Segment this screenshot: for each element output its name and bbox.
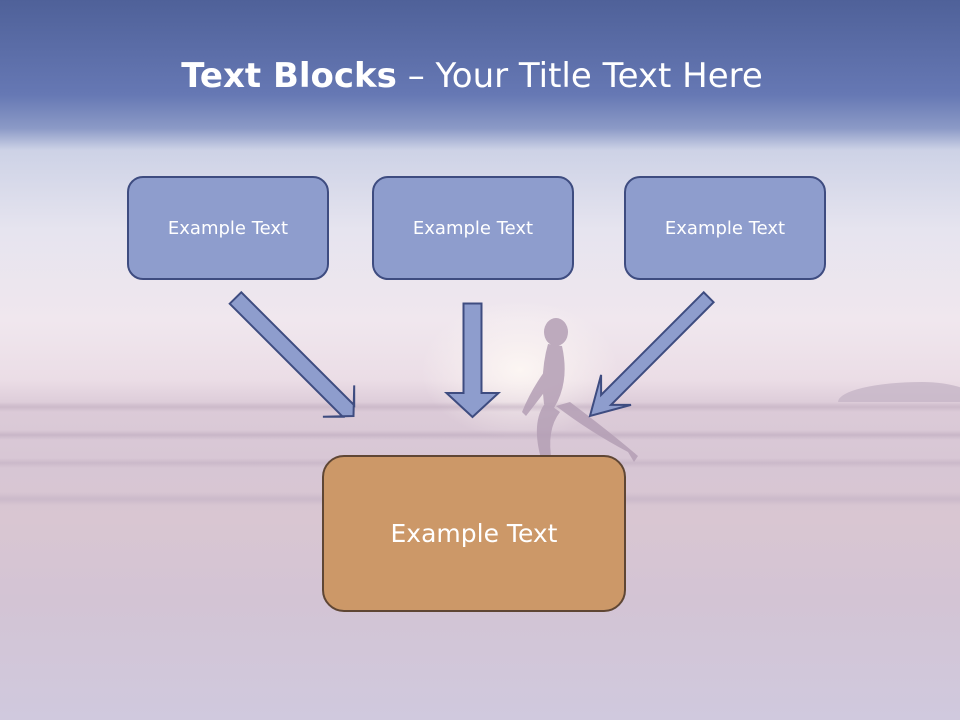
title-rest: Your Title Text Here: [435, 56, 763, 96]
arrow-down: [443, 302, 502, 419]
text-block-1-label: Example Text: [167, 217, 289, 239]
arrow-down-left: [588, 290, 716, 418]
text-block-3[interactable]: Example Text: [624, 176, 826, 280]
island-silhouette: [838, 382, 960, 402]
title-bold: Text Blocks: [181, 56, 397, 96]
slide-title: Text Blocks – Your Title Text Here: [0, 54, 944, 98]
target-text-block-label: Example Text: [390, 519, 558, 548]
title-dash: –: [396, 56, 436, 96]
text-block-3-label: Example Text: [664, 217, 786, 239]
text-block-2-label: Example Text: [412, 217, 534, 239]
text-block-1[interactable]: Example Text: [127, 176, 329, 280]
runner-silhouette: [522, 318, 638, 462]
target-text-block[interactable]: Example Text: [322, 455, 626, 612]
arrow-down-right: [228, 290, 356, 418]
text-block-2[interactable]: Example Text: [372, 176, 574, 280]
wave-line: [0, 430, 960, 440]
